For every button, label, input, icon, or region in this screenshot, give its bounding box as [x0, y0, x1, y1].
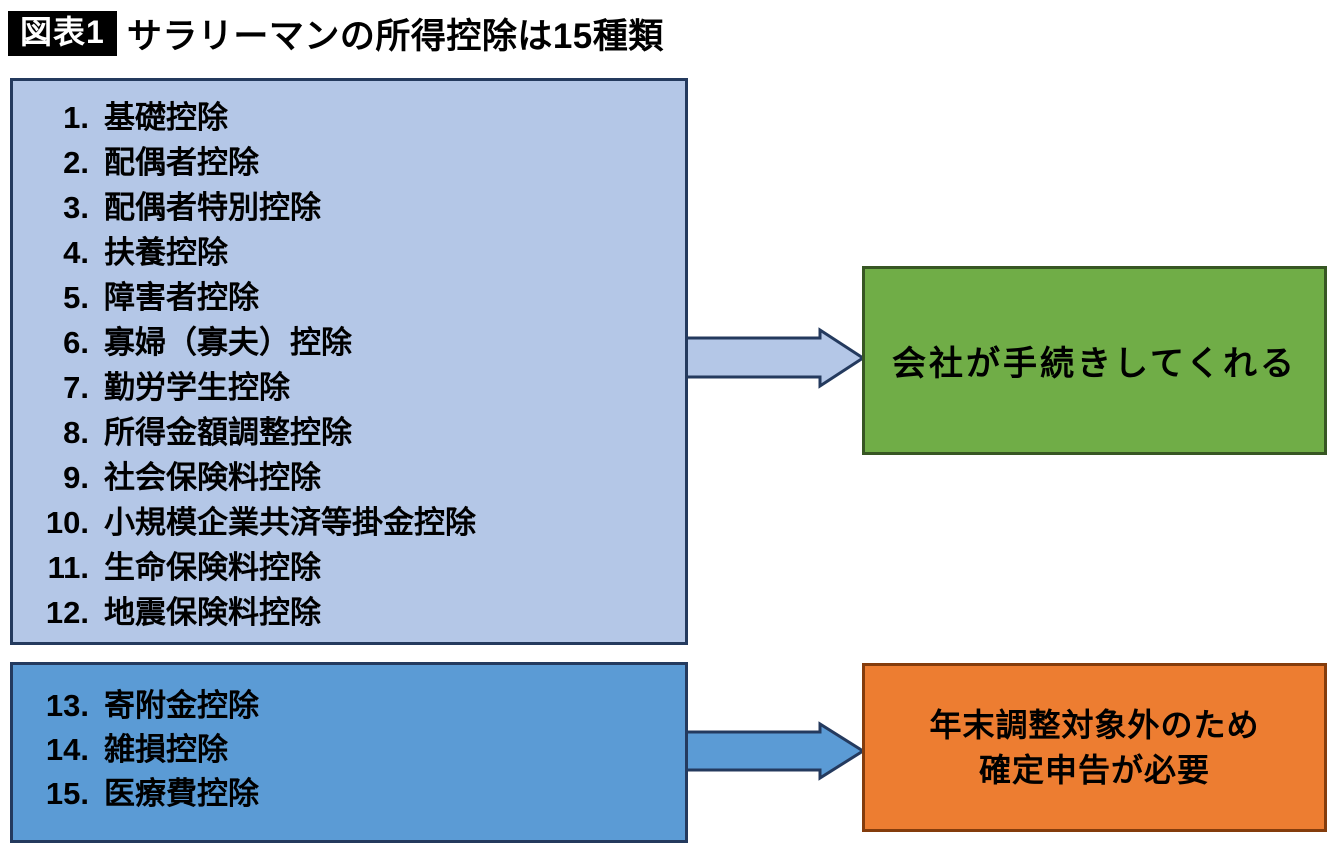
list-item: 14. 雑損控除: [39, 728, 675, 772]
list-item: 1. 基礎控除: [39, 95, 675, 140]
arrow-to-tax-return-box: [684, 721, 866, 781]
item-number: 4.: [63, 235, 89, 270]
item-number: 13.: [45, 688, 89, 723]
item-number: 12.: [45, 595, 89, 630]
item-label: 地震保険料控除: [104, 595, 321, 630]
list-item: 15. 医療費控除: [39, 772, 675, 816]
item-number: 3.: [63, 190, 89, 225]
list-item: 7. 勤労学生控除: [39, 365, 675, 410]
deduction-list-self-box: 13. 寄附金控除 14. 雑損控除 15. 医療費控除: [10, 662, 688, 843]
list-item: 6. 寡婦（寡夫）控除: [39, 320, 675, 365]
item-label: 配偶者控除: [104, 145, 259, 180]
result-tax-return-line2: 確定申告が必要: [978, 751, 1210, 788]
list-item: 13. 寄附金控除: [39, 684, 675, 728]
item-number: 9.: [63, 460, 89, 495]
item-number: 15.: [45, 776, 89, 811]
item-label: 勤労学生控除: [104, 370, 290, 405]
deduction-list-company-box: 1.基礎控除 2.配偶者控除 3.配偶者特別控除 4.扶養控除 5.障害者控除 …: [10, 78, 688, 645]
item-number: 8.: [63, 415, 89, 450]
item-label: 障害者控除: [104, 280, 259, 315]
item-label: 寄附金控除: [104, 688, 259, 723]
item-number: 1.: [63, 100, 89, 135]
arrow-to-company-box: [684, 327, 866, 389]
list-item: 10. 小規模企業共済等掛金控除: [39, 500, 675, 545]
item-number: 2.: [63, 145, 89, 180]
item-label: 小規模企業共済等掛金控除: [104, 505, 476, 540]
list-item: 11. 生命保険料控除: [39, 545, 675, 590]
item-label: 所得金額調整控除: [104, 415, 352, 450]
result-box-tax-return: 年末調整対象外のため 確定申告が必要: [862, 663, 1327, 832]
list-item: 5. 障害者控除: [39, 275, 675, 320]
figure-header: 図表1 サラリーマンの所得控除は15種類: [8, 8, 664, 59]
item-number: 7.: [63, 370, 89, 405]
item-number: 11.: [47, 550, 89, 585]
result-tax-return-line1: 年末調整対象外のため: [929, 706, 1260, 743]
item-label: 基礎控除: [104, 100, 228, 135]
list-item: 8. 所得金額調整控除: [39, 410, 675, 455]
item-label: 寡婦（寡夫）控除: [104, 325, 352, 360]
result-box-company: 会社が手続きしてくれる: [862, 266, 1327, 455]
deduction-list-self: 13. 寄附金控除 14. 雑損控除 15. 医療費控除: [39, 684, 675, 816]
deduction-list-company: 1.基礎控除 2.配偶者控除 3.配偶者特別控除 4.扶養控除 5.障害者控除 …: [39, 95, 675, 635]
item-label: 扶養控除: [104, 235, 228, 270]
item-number: 6.: [63, 325, 89, 360]
figure-number-badge: 図表1: [8, 10, 117, 57]
item-number: 14.: [45, 732, 89, 767]
item-label: 社会保険料控除: [104, 460, 321, 495]
item-number: 10.: [45, 505, 89, 540]
item-label: 雑損控除: [104, 732, 228, 767]
item-label: 医療費控除: [104, 776, 259, 811]
list-item: 2. 配偶者控除: [39, 140, 675, 185]
item-label: 配偶者特別控除: [104, 190, 321, 225]
item-number: 5.: [63, 280, 89, 315]
list-item: 3. 配偶者特別控除: [39, 185, 675, 230]
item-label: 生命保険料控除: [104, 550, 321, 585]
page-title: サラリーマンの所得控除は15種類: [126, 17, 664, 56]
list-item: 12. 地震保険料控除: [39, 590, 675, 635]
list-item: 4. 扶養控除: [39, 230, 675, 275]
list-item: 9. 社会保険料控除: [39, 455, 675, 500]
result-company-label: 会社が手続きしてくれる: [892, 345, 1297, 383]
